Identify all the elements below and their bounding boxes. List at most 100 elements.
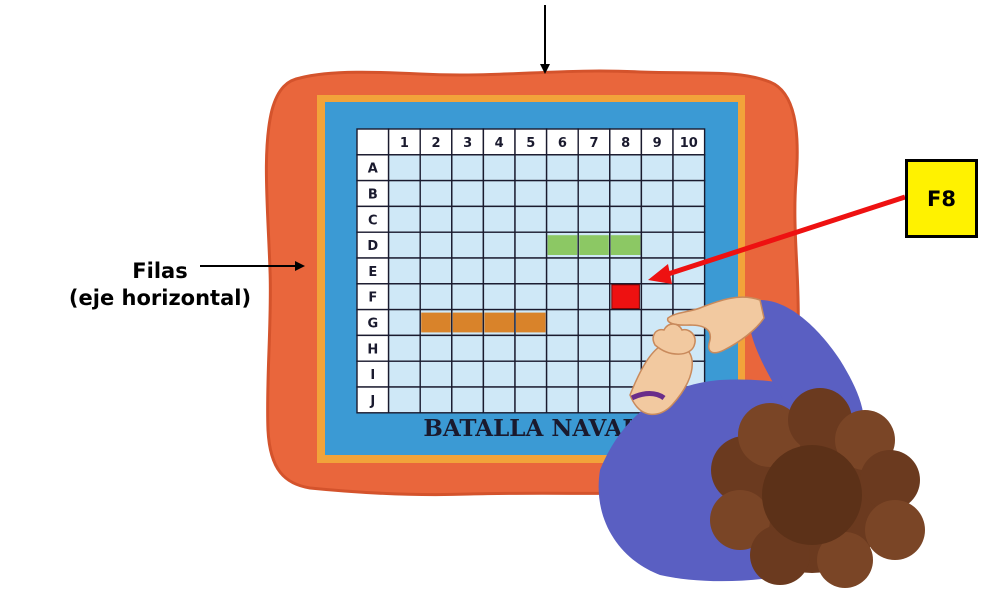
grid-cell[interactable] — [609, 334, 643, 362]
grid-cell[interactable] — [545, 154, 579, 182]
grid-cell[interactable] — [419, 154, 453, 182]
grid-cell[interactable] — [514, 283, 548, 311]
grid-cell[interactable] — [419, 360, 453, 388]
grid-cell[interactable] — [387, 283, 421, 311]
grid-cell[interactable] — [482, 360, 516, 388]
grid-cell[interactable] — [577, 257, 611, 285]
grid-cell[interactable] — [672, 179, 706, 208]
column-header-label: 2 — [431, 136, 440, 151]
grid-cell[interactable] — [451, 386, 485, 414]
grid-cell[interactable] — [545, 386, 579, 414]
child-pointing-hand — [666, 296, 765, 354]
grid-cell[interactable] — [387, 386, 421, 414]
grid-cell[interactable] — [609, 205, 643, 233]
grid-cell[interactable] — [482, 205, 516, 233]
grid-cell[interactable] — [482, 386, 516, 414]
grid-cell[interactable] — [451, 360, 485, 388]
grid-cell[interactable] — [387, 308, 421, 337]
grid-cell[interactable] — [640, 154, 674, 182]
row-header-cell — [356, 231, 390, 259]
grid-cell[interactable] — [672, 154, 706, 182]
ship-segment — [579, 235, 609, 255]
grid-cell[interactable] — [451, 179, 485, 208]
grid-cell[interactable] — [419, 231, 453, 259]
grid-cell[interactable] — [482, 179, 516, 208]
grid-cell[interactable] — [419, 334, 453, 362]
grid-cell[interactable] — [482, 334, 516, 362]
grid-cell[interactable] — [577, 360, 611, 388]
grid-cell[interactable] — [672, 283, 706, 311]
grid-cell[interactable] — [387, 231, 421, 259]
grid-cell[interactable] — [545, 257, 579, 285]
grid-cell[interactable] — [514, 334, 548, 362]
grid-cell[interactable] — [577, 308, 611, 337]
grid-cell[interactable] — [640, 205, 674, 233]
row-header-label: H — [367, 342, 378, 357]
grid-cell[interactable] — [545, 334, 579, 362]
child-hair — [710, 388, 925, 588]
grid-cell[interactable] — [545, 205, 579, 233]
grid-cell[interactable] — [514, 231, 548, 259]
grid-cell[interactable] — [514, 360, 548, 388]
grid-cell[interactable] — [419, 205, 453, 233]
grid-cell[interactable] — [577, 179, 611, 208]
grid-cell[interactable] — [577, 334, 611, 362]
grid-cell[interactable] — [387, 334, 421, 362]
grid-cell[interactable] — [609, 257, 643, 285]
target-cell-marker — [611, 284, 640, 310]
row-header-label: J — [369, 394, 375, 409]
grid-cell[interactable] — [387, 257, 421, 285]
grid-cell[interactable] — [672, 205, 706, 233]
grid-cell[interactable] — [514, 257, 548, 285]
grid-cell[interactable] — [545, 179, 579, 208]
grid-cell[interactable] — [545, 360, 579, 388]
row-header-label: C — [368, 213, 378, 228]
ship-segment — [484, 312, 514, 333]
column-header-cell — [545, 128, 579, 156]
grid-cell[interactable] — [514, 205, 548, 233]
grid-cell[interactable] — [451, 231, 485, 259]
grid-cell[interactable] — [482, 231, 516, 259]
grid-cell[interactable] — [387, 205, 421, 233]
grid-cell[interactable] — [419, 257, 453, 285]
grid-cell[interactable] — [640, 179, 674, 208]
grid-cell[interactable] — [451, 154, 485, 182]
grid-cell[interactable] — [672, 231, 706, 259]
grid-cell[interactable] — [514, 386, 548, 414]
grid-cell[interactable] — [514, 179, 548, 208]
ship-segment — [610, 235, 641, 255]
grid-cell[interactable] — [419, 386, 453, 414]
grid-cell[interactable] — [387, 154, 421, 182]
column-header-cell — [451, 128, 485, 156]
callout-arrow — [661, 194, 906, 279]
column-header-label: 8 — [621, 136, 630, 151]
grid-cell[interactable] — [451, 257, 485, 285]
grid-cell[interactable] — [482, 257, 516, 285]
grid-cell[interactable] — [387, 360, 421, 388]
grid-cell[interactable] — [545, 283, 579, 311]
grid-cell[interactable] — [609, 179, 643, 208]
grid-cell[interactable] — [482, 283, 516, 311]
grid-cell[interactable] — [609, 154, 643, 182]
grid-cell[interactable] — [640, 231, 674, 259]
grid-cell[interactable] — [577, 283, 611, 311]
grid-cell[interactable] — [640, 283, 674, 311]
column-header-label: 9 — [653, 136, 662, 151]
child-illustration — [598, 296, 925, 588]
grid-cell[interactable] — [419, 179, 453, 208]
grid-cell[interactable] — [451, 205, 485, 233]
grid-cell[interactable] — [419, 283, 453, 311]
filas-label: Filas — [132, 259, 188, 283]
grid-cell[interactable] — [482, 154, 516, 182]
grid-cell[interactable] — [514, 154, 548, 182]
column-header-label: 1 — [400, 136, 409, 151]
grid-cell[interactable] — [577, 205, 611, 233]
grid-cell[interactable] — [577, 386, 611, 414]
grid-cell[interactable] — [609, 308, 643, 337]
grid-cell[interactable] — [451, 334, 485, 362]
grid-cell[interactable] — [387, 179, 421, 208]
grid-cell[interactable] — [577, 154, 611, 182]
grid-cell[interactable] — [451, 283, 485, 311]
grid-cell[interactable] — [545, 308, 579, 337]
